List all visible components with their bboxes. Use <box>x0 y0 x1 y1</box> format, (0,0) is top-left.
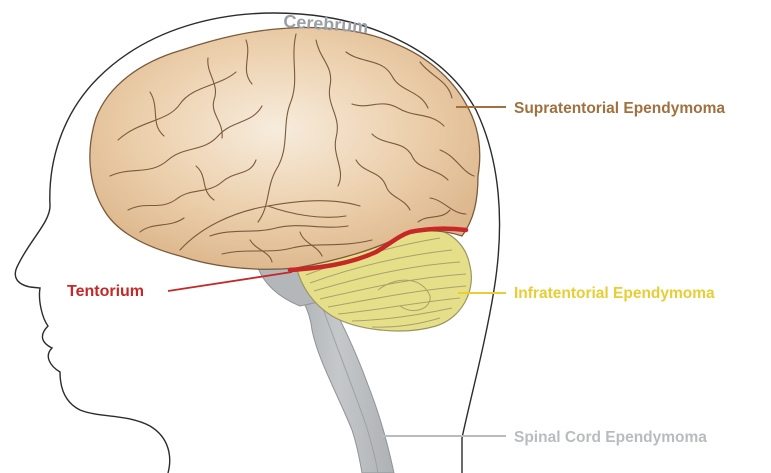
infratentorial-label: Infratentorial Ependymoma <box>514 285 715 302</box>
tentorium-label: Tentorium <box>67 283 144 300</box>
supratentorial-label: Supratentorial Ependymoma <box>514 100 725 117</box>
spinal-cord-label: Spinal Cord Ependymoma <box>514 429 707 446</box>
